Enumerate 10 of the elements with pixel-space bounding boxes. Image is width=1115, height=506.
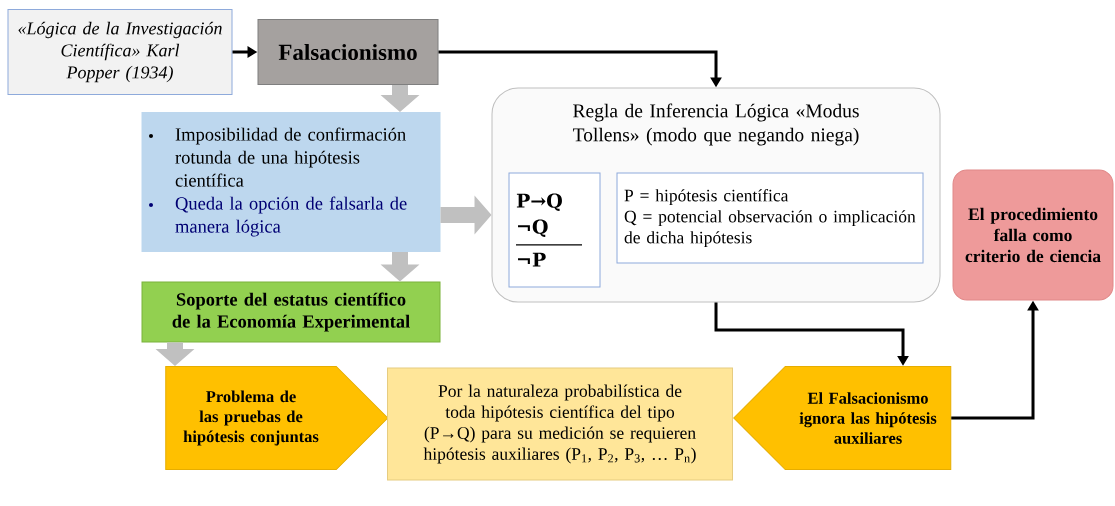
result-box: Soporte del estatus científico de la Economía Experimental xyxy=(141,281,441,343)
formula-box: P→Q ¬Q ¬P xyxy=(508,172,601,288)
left-pointing-pentagon: El Falsacionismo ignora las hipótesis auxiliares xyxy=(733,366,952,470)
source-box: «Lógica de la Investigación Científica» Karl Popper (1934) xyxy=(7,9,233,95)
note-box: Por la naturaleza probabilística de toda hipótesis científica del tipo (P→Q) para su medición se requieren hipótesis auxiliares (P$_{1}$, P$_{2}$, P$_{3}$, … P$_{n}$) xyxy=(387,367,733,481)
definition-box: P = hipótesis científica Q = potencial observación o implicación de dicha hipótesis xyxy=(616,172,924,264)
right-pointing-pentagon: Problema de las pruebas de hipótesis conjuntas xyxy=(165,366,389,470)
concept-box: Falsacionismo xyxy=(257,19,439,85)
bullet-box: Imposibilidad de confirmación rotunda de una hipótesis científica Queda la opción de falsarla de manera lógica xyxy=(141,112,441,252)
conclusion-box: El procedimiento falla como criterio de ciencia xyxy=(952,169,1114,301)
